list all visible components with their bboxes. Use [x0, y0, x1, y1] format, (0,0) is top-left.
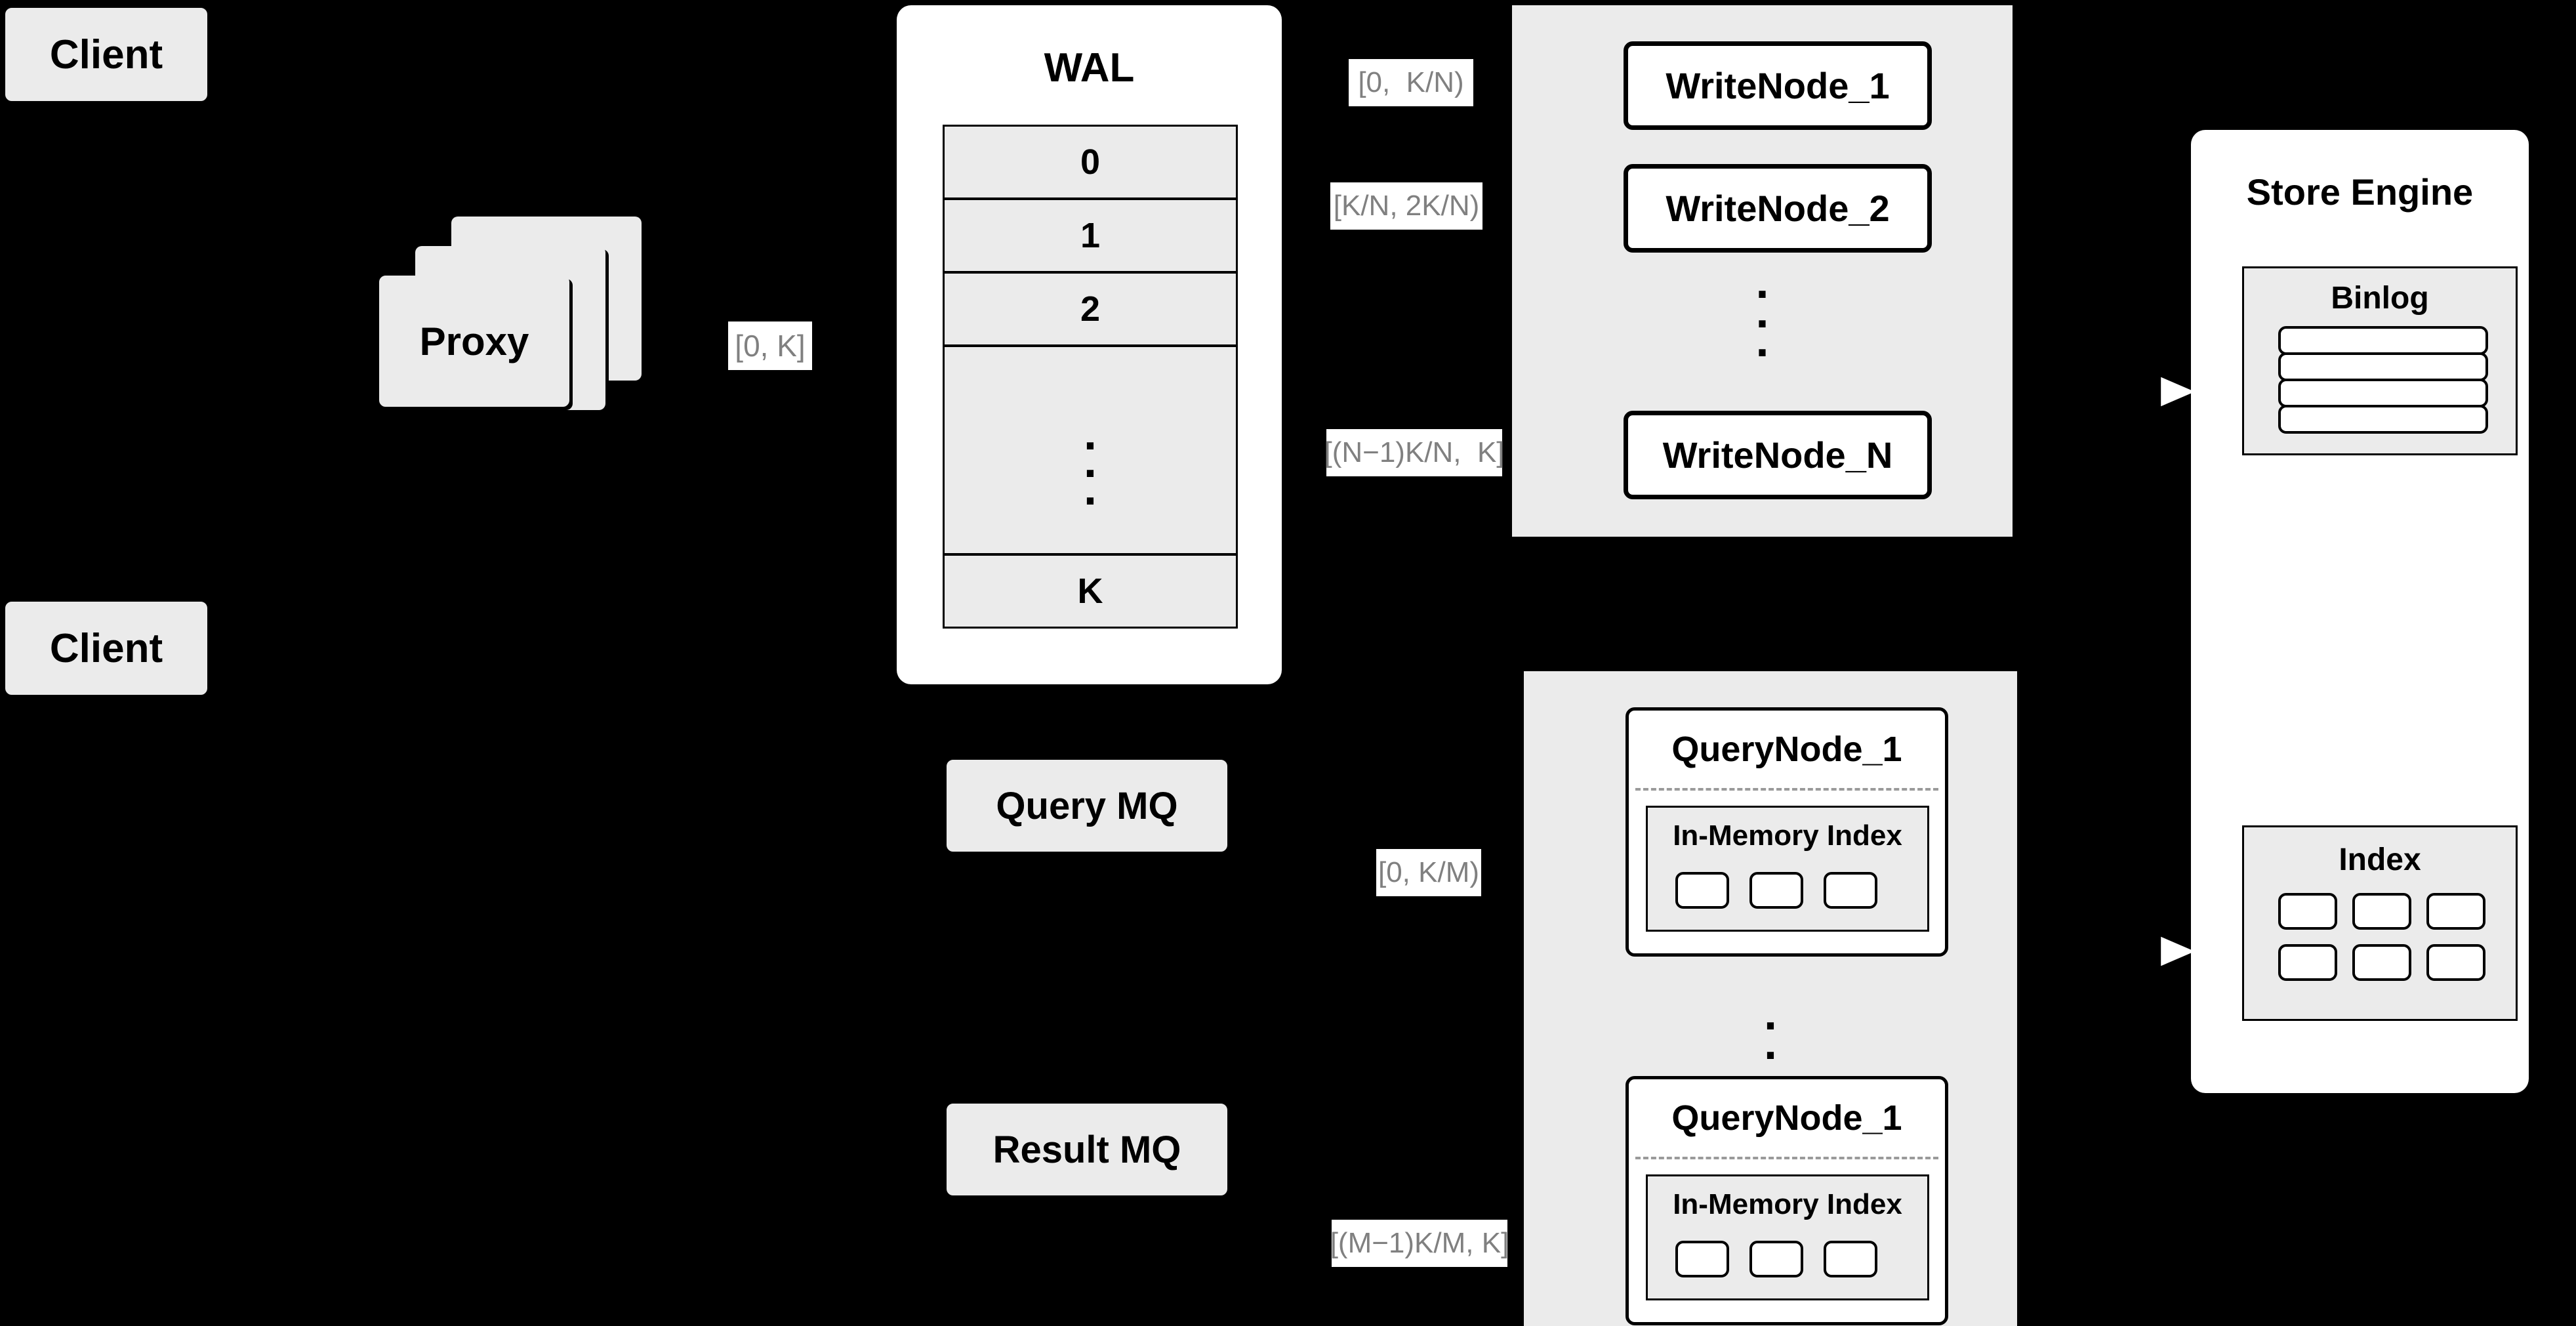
query-node-2-divider — [1635, 1157, 1938, 1159]
edge-label-write-n-text: [(N−1)K/N, K] — [1324, 436, 1505, 468]
wal-entry-2-label: 2 — [1080, 289, 1101, 329]
query-node-cluster: QueryNode_1 In-Memory Index . . . QueryN… — [1524, 671, 2017, 1326]
wal-entry-2[interactable]: 2 — [943, 272, 1238, 346]
binlog-row[interactable] — [2278, 326, 2488, 355]
write-node-1-label: WriteNode_1 — [1666, 65, 1890, 106]
client-label-2: Client — [49, 625, 163, 671]
wal-entry-ellipsis: . . . — [943, 345, 1238, 555]
binlog-panel: Binlog — [2242, 266, 2518, 455]
index-cell[interactable] — [2426, 893, 2485, 930]
index-segment[interactable] — [1749, 872, 1803, 909]
edge-label-query-m: [(M−1)K/M, K] — [1330, 1220, 1509, 1267]
index-cell[interactable] — [2278, 944, 2337, 981]
query-node-2[interactable]: QueryNode_1 In-Memory Index — [1625, 1076, 1948, 1325]
store-engine-title: Store Engine — [2246, 171, 2474, 213]
client-label-1: Client — [49, 31, 163, 77]
index-cell[interactable] — [2426, 944, 2485, 981]
write-node-2-label: WriteNode_2 — [1666, 188, 1890, 229]
edge-label-query-1: [0, K/M) — [1376, 849, 1481, 896]
write-node-n[interactable]: WriteNode_N — [1624, 411, 1932, 499]
wal-entry-k-label: K — [1077, 571, 1103, 611]
edge-label-write-2-text: [K/N, 2K/N) — [1333, 190, 1480, 222]
index-cell[interactable] — [2352, 944, 2411, 981]
result-mq-label: Result MQ — [992, 1128, 1181, 1171]
wal-entry-1[interactable]: 1 — [943, 198, 1238, 273]
index-cell[interactable] — [2278, 893, 2337, 930]
wal-entry-0[interactable]: 0 — [943, 125, 1238, 199]
query-node-1-title: QueryNode_1 — [1671, 730, 1902, 769]
query-node-1-divider — [1635, 788, 1938, 791]
query-node-2-index-panel: In-Memory Index — [1646, 1174, 1929, 1300]
binlog-title: Binlog — [2331, 281, 2429, 316]
query-cluster-ellipsis-icon: . . . — [1763, 987, 1777, 1099]
index-cell[interactable] — [2352, 893, 2411, 930]
write-node-1[interactable]: WriteNode_1 — [1624, 41, 1932, 130]
wal-entry-list: 0 1 2 . . . K — [943, 125, 1238, 631]
query-node-1[interactable]: QueryNode_1 In-Memory Index — [1625, 707, 1948, 957]
query-node-2-index-title: In-Memory Index — [1673, 1188, 1902, 1220]
edge-label-query-1-text: [0, K/M) — [1378, 856, 1480, 888]
wal-panel: WAL 0 1 2 . . . K — [897, 5, 1282, 684]
client-box-2[interactable]: Client — [5, 602, 207, 695]
query-node-2-title: QueryNode_1 — [1671, 1098, 1902, 1138]
index-segment[interactable] — [1824, 1241, 1877, 1277]
write-cluster-ellipsis-icon: . . . — [1755, 256, 1769, 367]
result-mq-box[interactable]: Result MQ — [947, 1104, 1227, 1195]
wal-title: WAL — [1044, 45, 1135, 91]
edge-label-proxy-to-wal-text: [0, K] — [735, 329, 806, 363]
query-mq-label: Query MQ — [996, 784, 1178, 827]
index-segment[interactable] — [1675, 872, 1729, 909]
query-mq-box[interactable]: Query MQ — [947, 760, 1227, 852]
index-title: Index — [2339, 842, 2421, 877]
query-node-1-index-panel: In-Memory Index — [1646, 806, 1929, 932]
binlog-row[interactable] — [2278, 379, 2488, 407]
proxy-card-front[interactable]: Proxy — [379, 276, 569, 407]
edge-label-write-n: [(N−1)K/N, K] — [1324, 429, 1505, 476]
index-segment[interactable] — [1749, 1241, 1803, 1277]
store-engine-panel: Store Engine Binlog Index — [2191, 130, 2529, 1093]
index-segment[interactable] — [1675, 1241, 1729, 1277]
edge-label-query-m-text: [(M−1)K/M, K] — [1330, 1227, 1509, 1259]
proxy-label: Proxy — [419, 319, 529, 363]
wal-ellipsis-icon: . . . — [1083, 407, 1097, 515]
edge-label-write-1-text: [0, K/N) — [1358, 66, 1464, 98]
write-node-cluster: WriteNode_1 WriteNode_2 . . . WriteNode_… — [1512, 5, 2013, 537]
wal-entry-1-label: 1 — [1080, 216, 1101, 255]
wal-entry-k[interactable]: K — [943, 554, 1238, 629]
binlog-row[interactable] — [2278, 352, 2488, 381]
wal-entry-0-label: 0 — [1080, 142, 1101, 182]
query-node-1-index-title: In-Memory Index — [1673, 819, 1902, 852]
edge-label-write-1: [0, K/N) — [1349, 59, 1473, 106]
client-box-1[interactable]: Client — [5, 8, 207, 101]
proxy-stack[interactable]: Proxy — [379, 217, 668, 433]
index-segment[interactable] — [1824, 872, 1877, 909]
binlog-row[interactable] — [2278, 405, 2488, 434]
edge-label-proxy-to-wal: [0, K] — [728, 321, 812, 370]
index-panel: Index — [2242, 825, 2518, 1021]
write-node-2[interactable]: WriteNode_2 — [1624, 164, 1932, 253]
edge-label-write-2: [K/N, 2K/N) — [1330, 182, 1482, 230]
write-node-n-label: WriteNode_N — [1662, 434, 1893, 476]
